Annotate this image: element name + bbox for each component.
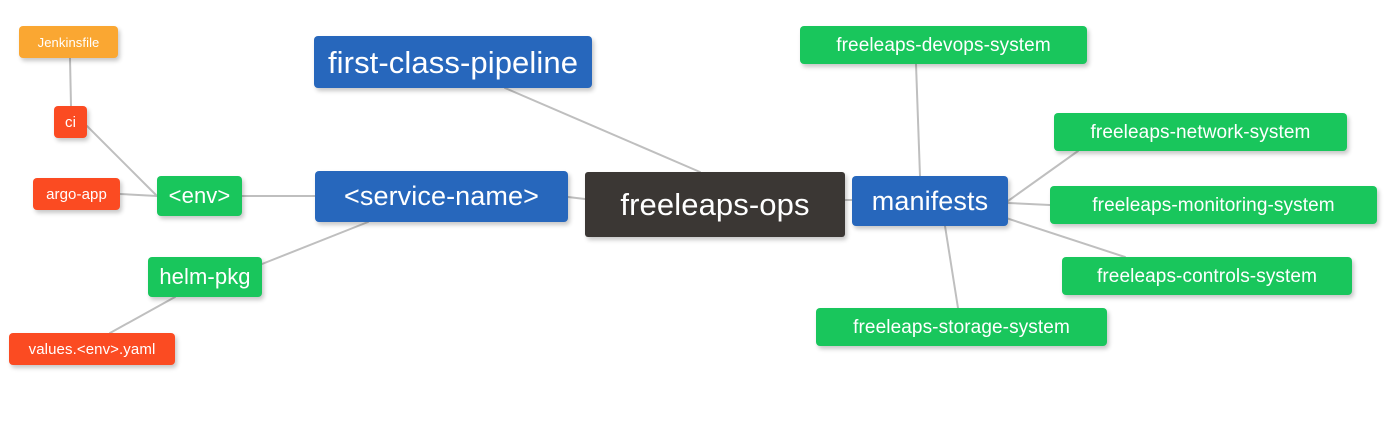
edge-helm-pkg-to-values-env-yaml xyxy=(109,296,176,334)
node-jenkinsfile[interactable]: Jenkinsfile xyxy=(19,26,118,58)
node-label: <env> xyxy=(168,183,231,208)
node-values-env-yaml[interactable]: values.<env>.yaml xyxy=(9,333,175,365)
node-label: freeleaps-storage-system xyxy=(853,316,1070,338)
edge-manifests-to-devops-system xyxy=(915,63,921,177)
node-manifests[interactable]: manifests xyxy=(852,176,1008,226)
node-label: Jenkinsfile xyxy=(37,34,100,50)
node-label: freeleaps-controls-system xyxy=(1096,265,1318,287)
node-label: freeleaps-devops-system xyxy=(836,34,1051,56)
node-argo-app[interactable]: argo-app xyxy=(33,178,120,210)
node-ci[interactable]: ci xyxy=(54,106,87,138)
node-monitoring-system[interactable]: freeleaps-monitoring-system xyxy=(1050,186,1377,224)
node-label: freeleaps-monitoring-system xyxy=(1092,194,1335,216)
node-label: manifests xyxy=(871,185,989,216)
node-label: argo-app xyxy=(46,185,107,203)
edge-argo-app-to-env xyxy=(119,193,158,197)
node-first-class-pipeline[interactable]: first-class-pipeline xyxy=(314,36,592,88)
node-label: freeleaps-ops xyxy=(620,187,810,222)
node-controls-system[interactable]: freeleaps-controls-system xyxy=(1062,257,1352,295)
node-devops-system[interactable]: freeleaps-devops-system xyxy=(800,26,1087,64)
node-label: ci xyxy=(64,113,77,131)
node-label: first-class-pipeline xyxy=(327,44,579,80)
edge-service-name-to-freeleaps-ops xyxy=(567,196,586,200)
edge-service-name-to-helm-pkg xyxy=(261,221,369,265)
edge-manifests-to-storage-system xyxy=(944,225,959,309)
edge-manifests-to-monitoring-system xyxy=(1007,202,1051,206)
node-label: values.<env>.yaml xyxy=(28,340,156,358)
node-service-name[interactable]: <service-name> xyxy=(315,171,568,222)
node-storage-system[interactable]: freeleaps-storage-system xyxy=(816,308,1107,346)
edge-jenkinsfile-to-ci xyxy=(69,57,72,107)
node-label: helm-pkg xyxy=(159,264,251,289)
node-label: <service-name> xyxy=(344,181,539,211)
node-helm-pkg[interactable]: helm-pkg xyxy=(148,257,262,297)
node-network-system[interactable]: freeleaps-network-system xyxy=(1054,113,1347,151)
node-env[interactable]: <env> xyxy=(157,176,242,216)
edge-first-class-pipeline-to-freeleaps-ops xyxy=(504,87,701,173)
node-label: freeleaps-network-system xyxy=(1090,121,1311,143)
node-freeleaps-ops[interactable]: freeleaps-ops xyxy=(585,172,845,237)
